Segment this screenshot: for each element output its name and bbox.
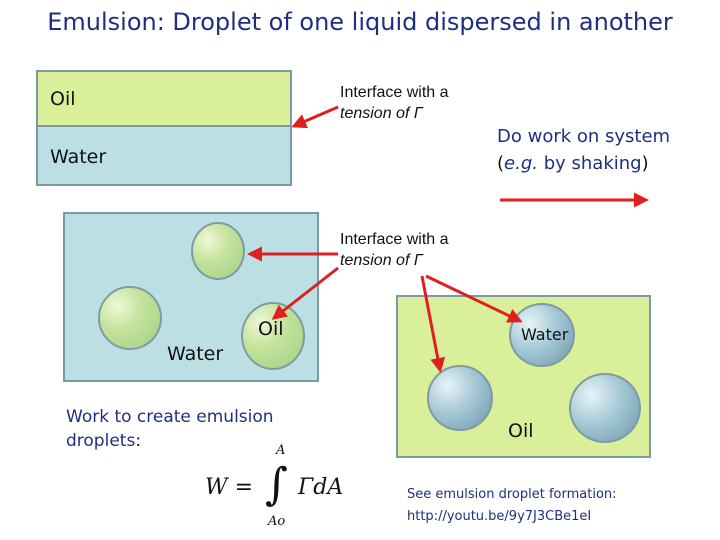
equation-lhs: W = [205,475,254,500]
oil-droplet [191,222,245,280]
page-title: Emulsion: Droplet of one liquid disperse… [47,8,673,36]
work-description-droplets: droplets [66,431,136,451]
work-description: Work to create emulsion droplets: [66,405,274,453]
interface-arrow-water-droplet-top [425,274,523,323]
interface-label-top: Interface with a tension of Γ [340,82,449,124]
water-continuous-label: Water [167,343,224,365]
eg-text: e.g. [504,153,538,174]
reference-note-line1: See emulsion droplet formation: [407,487,617,502]
reference-note: See emulsion droplet formation: http://y… [407,484,617,528]
integral-lower-limit: Ao [268,514,286,529]
paren-open: ( [497,153,505,174]
paren-close: ) [641,153,649,174]
oil-droplet-label: Oil [258,318,284,340]
integral-upper-limit: A [276,443,286,458]
equation-integrand: ΓdA [298,475,344,500]
interface-label-middle-line1: Interface with a [340,231,449,248]
water-layer [36,127,292,186]
oil-layer [36,70,292,127]
oil-layer-label: Oil [50,88,76,110]
oil-continuous-label: Oil [508,420,534,442]
work-description-colon: : [135,431,142,451]
oil-droplet [98,286,162,350]
work-description-line1: Work to create emulsion [66,407,274,427]
interface-arrow-lower-droplet [271,266,339,320]
water-layer-label: Water [50,146,107,168]
interface-label-top-line2: tension of Γ [340,105,423,122]
water-droplet [569,373,641,443]
shaking-note-line2: (e.g. by shaking) [497,150,670,177]
shaking-text: by shaking [537,153,642,174]
shaking-note-line1: Do work on system [497,126,671,147]
interface-arrow-top [291,105,339,129]
work-description-line2: droplets: [66,429,274,453]
interface-arrow-water-droplet-left [420,275,446,373]
integral-sign: ∫ [265,459,288,510]
reference-link[interactable]: http://youtu.be/9y7J3CBe1eI [407,509,592,524]
water-droplet-label: Water [521,325,569,344]
shaking-note: Do work on system (e.g. by shaking) [497,123,670,177]
water-droplet [427,365,493,431]
interface-label-middle-line2: tension of Γ [340,252,423,269]
interface-label-middle: Interface with a tension of Γ [340,229,449,271]
interface-label-top-line1: Interface with a [340,84,449,101]
